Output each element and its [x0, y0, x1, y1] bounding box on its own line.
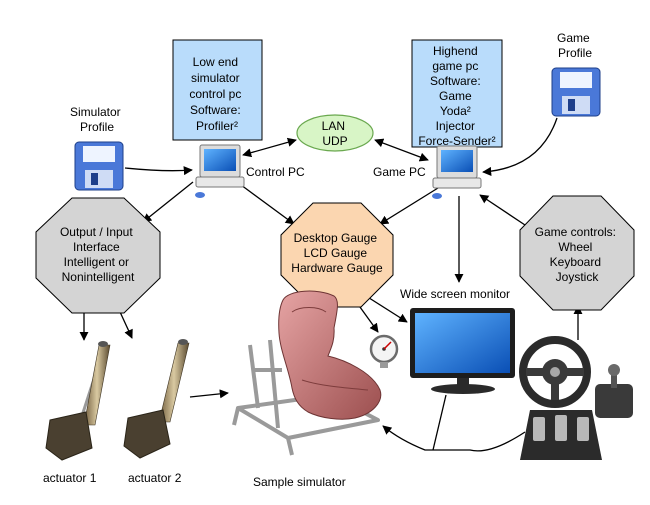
- io-line-4: Nonintelligent: [62, 270, 135, 284]
- actuator-2-icon: [123, 339, 190, 459]
- arrow-gamepc-to-gauges: [379, 187, 439, 225]
- io-line-2: Interface: [73, 240, 120, 254]
- arrow-controlpc-lan: [242, 137, 297, 158]
- highend-line-5: Yoda²: [440, 104, 471, 118]
- svg-text:Desktop Gauge LCD Gauge: Desktop Gauge LCD Gauge Hardware Gauge: [291, 231, 383, 275]
- low-end-line-5: Profiler²: [196, 119, 238, 133]
- svg-text:Simulator Profile: Simulator Profile: [70, 105, 124, 134]
- controls-line-4: Joystick: [556, 270, 600, 284]
- game-profile-line-2: Profile: [558, 46, 592, 60]
- highend-line-1: Highend: [433, 44, 478, 58]
- game-profile-line-1: Game: [557, 31, 590, 45]
- highend-line-2: game pc: [432, 59, 478, 73]
- gauges-line-2: LCD Gauge: [304, 246, 368, 260]
- control-pc-label: Control PC: [246, 165, 305, 179]
- shifter-icon: [595, 364, 633, 418]
- gauges-line-1: Desktop Gauge: [294, 231, 378, 245]
- arrow-controlpc-to-io: [142, 181, 194, 223]
- arrow-controls-to-gamepc: [479, 194, 526, 226]
- line-monitor-to-simulator: [432, 394, 447, 451]
- simulator-rig-icon: [232, 290, 382, 456]
- gauges-octagon: Desktop Gauge LCD Gauge Hardware Gauge: [280, 202, 394, 308]
- low-end-line-2: simulator: [191, 71, 240, 85]
- highend-line-6: Injector: [436, 119, 475, 133]
- svg-text:Game Profile: Game Profile: [557, 31, 593, 60]
- arrow-simprofile-to-controlpc: [124, 166, 193, 176]
- simulator-profile: Simulator Profile: [70, 105, 124, 191]
- highend-line-7: Force-Sender²: [418, 134, 495, 148]
- svg-text:LAN UDP: LAN UDP: [322, 119, 349, 148]
- io-interface-octagon: Output / Input Interface Intelligent or …: [35, 197, 161, 314]
- computer-icon: [195, 144, 245, 198]
- low-end-line-1: Low end: [193, 55, 238, 69]
- controls-line-3: Keyboard: [550, 255, 601, 269]
- sim-profile-line-2: Profile: [80, 120, 114, 134]
- highend-pc-box: Highend game pc Software: Game Yoda² Inj…: [411, 39, 503, 148]
- pedals-icon: [520, 410, 602, 460]
- arrow-actuator-to-simulator: [189, 389, 229, 399]
- game-profile: Game Profile: [551, 31, 601, 117]
- arrow-gauges-to-monitor: [365, 295, 408, 323]
- hardware-gauge-icon: [369, 334, 399, 368]
- low-end-line-4: Software:: [190, 103, 241, 117]
- lan-line-2: UDP: [322, 134, 347, 148]
- arrow-controlpc-to-gauges: [236, 181, 295, 225]
- game-controls-octagon: Game controls: Wheel Keyboard Joystick: [519, 195, 635, 311]
- controls-line-1: Game controls:: [535, 225, 616, 239]
- actuator-1-icon: [45, 341, 111, 461]
- io-line-3: Intelligent or: [64, 255, 129, 269]
- svg-text:Low end simulator: Low end simulator control pc Software: P…: [189, 55, 244, 133]
- control-pc: Control PC: [195, 144, 305, 198]
- svg-text:Game controls: Wheel: Game controls: Wheel Keyboard Joystick: [535, 225, 620, 284]
- game-pc: Game PC: [373, 145, 482, 199]
- simulator-label: Sample simulator: [253, 475, 346, 489]
- gauges-line-3: Hardware Gauge: [291, 261, 383, 275]
- sim-profile-line-1: Simulator: [70, 105, 121, 119]
- steering-wheel-icon: [519, 336, 591, 408]
- monitor-icon: [410, 308, 515, 394]
- arrow-gameprofile-to-gamepc: [482, 117, 558, 176]
- highend-line-3: Software:: [430, 74, 481, 88]
- svg-text:Output / Input Interface: Output / Input Interface Intelligent or …: [60, 225, 136, 284]
- arrow-controls-to-simulator: [382, 425, 526, 452]
- floppy-disk-icon: [551, 67, 601, 117]
- controls-line-2: Wheel: [558, 240, 592, 254]
- floppy-disk-icon: [74, 141, 124, 191]
- io-line-1: Output / Input: [60, 225, 133, 239]
- computer-icon: [432, 145, 482, 199]
- lan-udp-node: LAN UDP: [296, 114, 374, 152]
- actuator-2-label: actuator 2: [128, 471, 182, 485]
- highend-line-4: Game: [439, 89, 472, 103]
- low-end-line-3: control pc: [189, 87, 241, 101]
- game-pc-label: Game PC: [373, 165, 426, 179]
- lan-line-1: LAN: [322, 119, 345, 133]
- svg-text:Highend game pc So: Highend game pc Software: Game Yoda² Inj…: [418, 44, 495, 148]
- monitor-label: Wide screen monitor: [400, 287, 510, 301]
- arrow-lan-gamepc: [374, 138, 429, 162]
- actuator-1-label: actuator 1: [43, 471, 97, 485]
- low-end-pc-box: Low end simulator control pc Software: P…: [172, 39, 263, 141]
